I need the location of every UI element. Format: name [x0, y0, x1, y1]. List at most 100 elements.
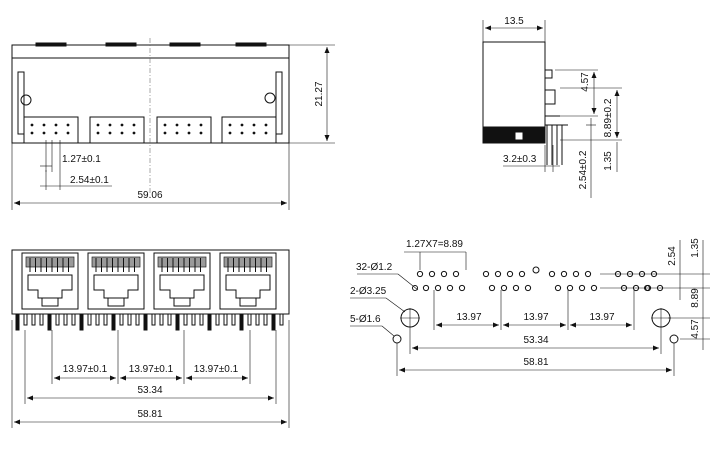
dim-side-depth: 13.5: [482, 16, 546, 42]
dim-side-pin-a-label: 8.89±0.2: [603, 98, 614, 137]
front-view-body: [11, 38, 290, 195]
front-port-window: [221, 116, 277, 144]
rj45-jack-outline: [87, 252, 145, 310]
front-pin-dot: [240, 131, 244, 135]
front-pin-dot: [252, 131, 256, 135]
port-pin: [47, 313, 52, 331]
front-pin-dot: [54, 123, 58, 127]
rj45-opening: [225, 274, 271, 299]
port-pin: [71, 313, 76, 326]
dim-side-offset-label: 3.2±0.3: [503, 154, 537, 165]
port-pin: [23, 313, 28, 326]
rj45-contact-block: [157, 256, 207, 268]
port-pin: [239, 313, 244, 331]
front-port-window: [23, 116, 79, 144]
front-pin-dot: [120, 123, 124, 127]
dim-pcb-spacing: 13.97 13.97 13.97: [433, 290, 635, 330]
port-pin: [207, 313, 212, 331]
front-pin-dot: [199, 131, 203, 135]
dim-pcb-right-2-label: 1.35: [690, 238, 701, 258]
front-pin-dot: [30, 123, 34, 127]
front-pin-dot: [264, 131, 268, 135]
rj45-jack-outline: [21, 252, 79, 310]
port-pin: [175, 313, 180, 331]
port-pin: [255, 313, 260, 326]
dim-pcb-overall: 58.81: [396, 343, 675, 376]
pcb-pin-hole: [416, 270, 424, 278]
dim-port-inner: 53.34: [24, 330, 277, 404]
dim-front-width: 59.06: [11, 143, 290, 210]
pcb-pin-hole: [434, 284, 442, 292]
front-pin-dot: [120, 131, 124, 135]
dim-port-spacing-1-label: 13.97±0.1: [63, 364, 108, 375]
port-pin: [63, 313, 68, 326]
dim-pcb-spacing-2-label: 13.97: [523, 312, 548, 323]
port-pin: [231, 313, 236, 326]
front-view: 21.27 59.06 1.27±0.1 2.54±0.1: [11, 38, 335, 210]
pcb-pin-hole: [428, 270, 436, 278]
port-pin: [111, 313, 116, 331]
port-view-pins: [15, 313, 284, 331]
dim-side-pin-c-label: 1.35: [603, 151, 614, 171]
port-pin: [167, 313, 172, 326]
pcb-pin-hole: [446, 284, 454, 292]
front-port-window: [156, 116, 212, 144]
port-pin: [135, 313, 140, 326]
pcb-pin-hole: [560, 270, 568, 278]
pcb-pin-hole: [440, 270, 448, 278]
dim-front-pitch-small: 1.27±0.1: [40, 140, 101, 172]
dim-pcb-overall-label: 58.81: [523, 357, 548, 368]
pcb-pin-hole: [554, 284, 562, 292]
dim-pcb-inner: 53.34: [409, 328, 662, 354]
pcb-pin-hole: [488, 284, 496, 292]
front-pin-dot: [132, 123, 136, 127]
port-pin: [127, 313, 132, 326]
front-port-window: [89, 116, 145, 144]
pcb-pin-hole: [494, 270, 502, 278]
front-pin-dot: [175, 131, 179, 135]
pcb-pin-hole: [572, 270, 580, 278]
dim-port-overall-label: 58.81: [137, 409, 162, 420]
front-pin-dot: [252, 123, 256, 127]
pcb-pin-hole: [590, 284, 598, 292]
pcb-pin-hole: [458, 284, 466, 292]
dim-front-pitch-large: 2.54±0.1: [40, 140, 112, 190]
pcb-pin-hole: [452, 270, 460, 278]
port-pin: [191, 313, 196, 326]
front-pin-dot: [264, 123, 268, 127]
port-pin: [15, 313, 20, 331]
dim-side-pin-height: 4.57: [555, 69, 598, 117]
dim-side-pin-b-label: 2.54±0.2: [578, 150, 589, 189]
port-view: 13.97±0.1 13.97±0.1 13.97±0.1 53.34 58.8…: [11, 249, 290, 428]
port-pin: [87, 313, 92, 326]
side-view: 13.5 4.57 8.89±0.2 2.54±0.2 1.35 3.2: [482, 16, 622, 198]
port-pin: [55, 313, 60, 326]
pcb-pin-hole: [578, 284, 586, 292]
pcb-pin-hole: [566, 284, 574, 292]
dim-side-pin-c: 1.35: [603, 142, 618, 172]
front-pin-dot: [199, 123, 203, 127]
front-pin-dot: [108, 131, 112, 135]
dim-pcb-right: 2.54 1.35 8.89 4.57: [600, 238, 710, 350]
dim-pcb-right-3-label: 8.89: [690, 288, 701, 308]
port-pin: [215, 313, 220, 326]
front-pin-dot: [132, 131, 136, 135]
front-pin-dot: [163, 123, 167, 127]
port-pin: [159, 313, 164, 326]
dim-side-pin-height-label: 4.57: [580, 72, 591, 92]
pcb-shield-holes: [392, 266, 679, 344]
port-pin: [279, 313, 284, 326]
port-view-jacks: [21, 252, 277, 310]
rj45-contact-block: [25, 256, 75, 268]
rj45-contact-block: [223, 256, 273, 268]
dim-pcb-right-1-label: 2.54: [667, 246, 678, 266]
pcb-pin-hole: [584, 270, 592, 278]
dim-port-overall: 58.81: [11, 320, 290, 428]
front-pin-dot: [175, 123, 179, 127]
dim-pcb-spacing-3-label: 13.97: [589, 312, 614, 323]
port-pin: [247, 313, 252, 326]
front-view-ports: [23, 116, 277, 144]
port-pin: [151, 313, 156, 326]
dim-port-spacing-2-label: 13.97±0.1: [129, 364, 174, 375]
